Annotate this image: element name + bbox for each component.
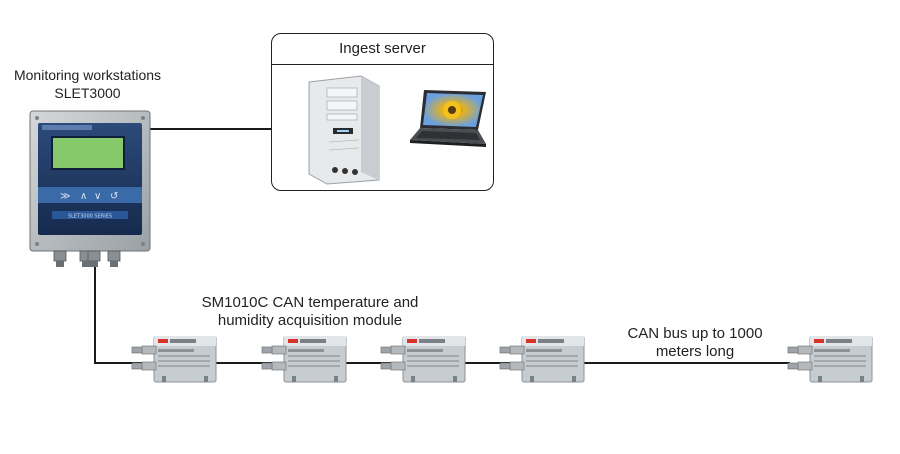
ingest-server-divider bbox=[272, 64, 493, 65]
can-bus-label: CAN bus up to 1000 meters long bbox=[600, 325, 790, 361]
acquisition-module-1 bbox=[128, 336, 218, 386]
acquisition-module-icon bbox=[787, 336, 873, 383]
ingest-server-box: Ingest server bbox=[271, 33, 494, 191]
svg-text:∨: ∨ bbox=[94, 191, 101, 202]
desktop-tower-icon bbox=[308, 75, 380, 185]
acquisition-module-icon bbox=[131, 336, 217, 383]
acquisition-module-5 bbox=[784, 336, 874, 386]
acquisition-module-icon bbox=[261, 336, 347, 383]
acquisition-module-icon bbox=[499, 336, 585, 383]
svg-text:↺: ↺ bbox=[110, 191, 118, 202]
svg-text:∧: ∧ bbox=[80, 191, 87, 202]
acquisition-module-3 bbox=[377, 336, 467, 386]
can-bus-label-line2: meters long bbox=[655, 343, 735, 360]
module-label: SM1010C CAN temperature and humidity acq… bbox=[170, 294, 450, 330]
acquisition-module-4 bbox=[496, 336, 586, 386]
acquisition-module-icon bbox=[380, 336, 466, 383]
desktop-tower bbox=[303, 74, 385, 186]
monitor-panel-icon: ≫ ∧ ∨ ↺ SLET3000 SERIES bbox=[29, 110, 151, 267]
can-bus-label-line1: CAN bus up to 1000 bbox=[627, 325, 763, 342]
workstation-brand-text: SLET3000 SERIES bbox=[68, 214, 112, 220]
module-label-line1: SM1010C CAN temperature and bbox=[201, 294, 419, 311]
svg-text:≫: ≫ bbox=[60, 191, 70, 202]
wire-workstation-server bbox=[150, 128, 271, 130]
acquisition-module-2 bbox=[258, 336, 348, 386]
workstation-label-line2: SLET3000 bbox=[54, 85, 121, 101]
workstation-label: Monitoring workstations SLET3000 bbox=[0, 66, 175, 102]
wire-workstation-down bbox=[94, 262, 96, 363]
workstation-label-line1: Monitoring workstations bbox=[13, 67, 162, 83]
monitoring-workstation: ≫ ∧ ∨ ↺ SLET3000 SERIES bbox=[28, 103, 152, 271]
module-label-line2: humidity acquisition module bbox=[217, 312, 403, 329]
laptop-icon bbox=[410, 90, 486, 147]
ingest-server-title: Ingest server bbox=[339, 40, 426, 57]
laptop bbox=[400, 86, 490, 156]
